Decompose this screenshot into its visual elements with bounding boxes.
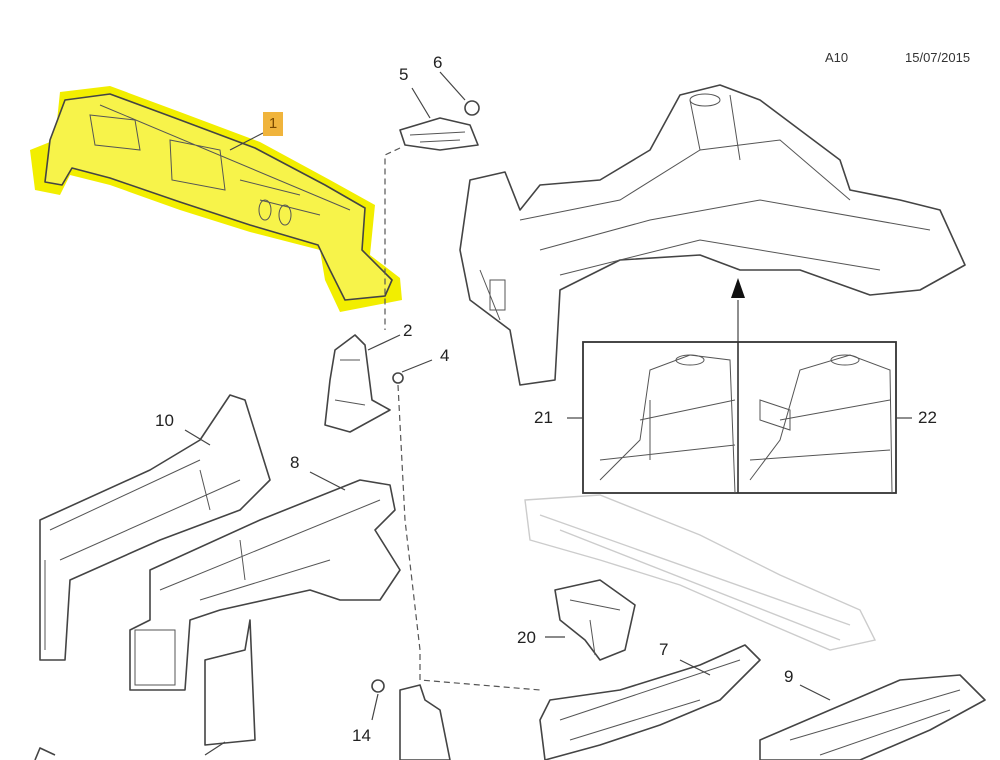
partial-part bbox=[34, 747, 56, 760]
label-7[interactable]: 7 bbox=[659, 640, 669, 659]
label-4[interactable]: 4 bbox=[440, 346, 450, 365]
part-14-bolt[interactable] bbox=[371, 679, 385, 693]
part-2-bracket[interactable] bbox=[324, 334, 391, 433]
part-8-rail[interactable] bbox=[129, 479, 401, 746]
dashed-leader bbox=[384, 147, 401, 330]
part-5-bracket[interactable] bbox=[399, 117, 479, 151]
label-8[interactable]: 8 bbox=[290, 453, 300, 472]
label-9[interactable]: 9 bbox=[784, 667, 794, 686]
label-20[interactable]: 20 bbox=[517, 628, 536, 647]
part-4-bolt[interactable] bbox=[392, 372, 404, 384]
part-10-rail[interactable] bbox=[39, 394, 271, 661]
arrow-up-icon bbox=[731, 278, 745, 298]
label-6[interactable]: 6 bbox=[433, 53, 443, 72]
part-6-nut[interactable] bbox=[464, 100, 480, 116]
bottom-bracket[interactable] bbox=[399, 684, 451, 760]
ghost-crossmember bbox=[524, 494, 877, 651]
part-9-rail[interactable] bbox=[759, 674, 986, 760]
label-10[interactable]: 10 bbox=[155, 411, 174, 430]
part-20-bracket[interactable] bbox=[554, 579, 636, 661]
diagram-code: A10 bbox=[825, 50, 849, 65]
part-7-rail[interactable] bbox=[539, 644, 761, 760]
diagram-date: 15/07/2015 bbox=[905, 50, 971, 65]
callout-box-1 bbox=[263, 112, 283, 136]
front-body-structure[interactable] bbox=[459, 84, 966, 386]
label-21[interactable]: 21 bbox=[534, 408, 553, 427]
label-1[interactable]: 1 bbox=[268, 115, 278, 132]
label-14[interactable]: 14 bbox=[352, 726, 371, 745]
label-22[interactable]: 22 bbox=[918, 408, 937, 427]
leader-line-1 bbox=[229, 132, 264, 151]
part-1-highlighted-crossmember[interactable] bbox=[30, 86, 402, 312]
label-2[interactable]: 2 bbox=[403, 321, 413, 340]
label-5[interactable]: 5 bbox=[399, 65, 409, 84]
detail-box-21-22 bbox=[582, 341, 897, 494]
